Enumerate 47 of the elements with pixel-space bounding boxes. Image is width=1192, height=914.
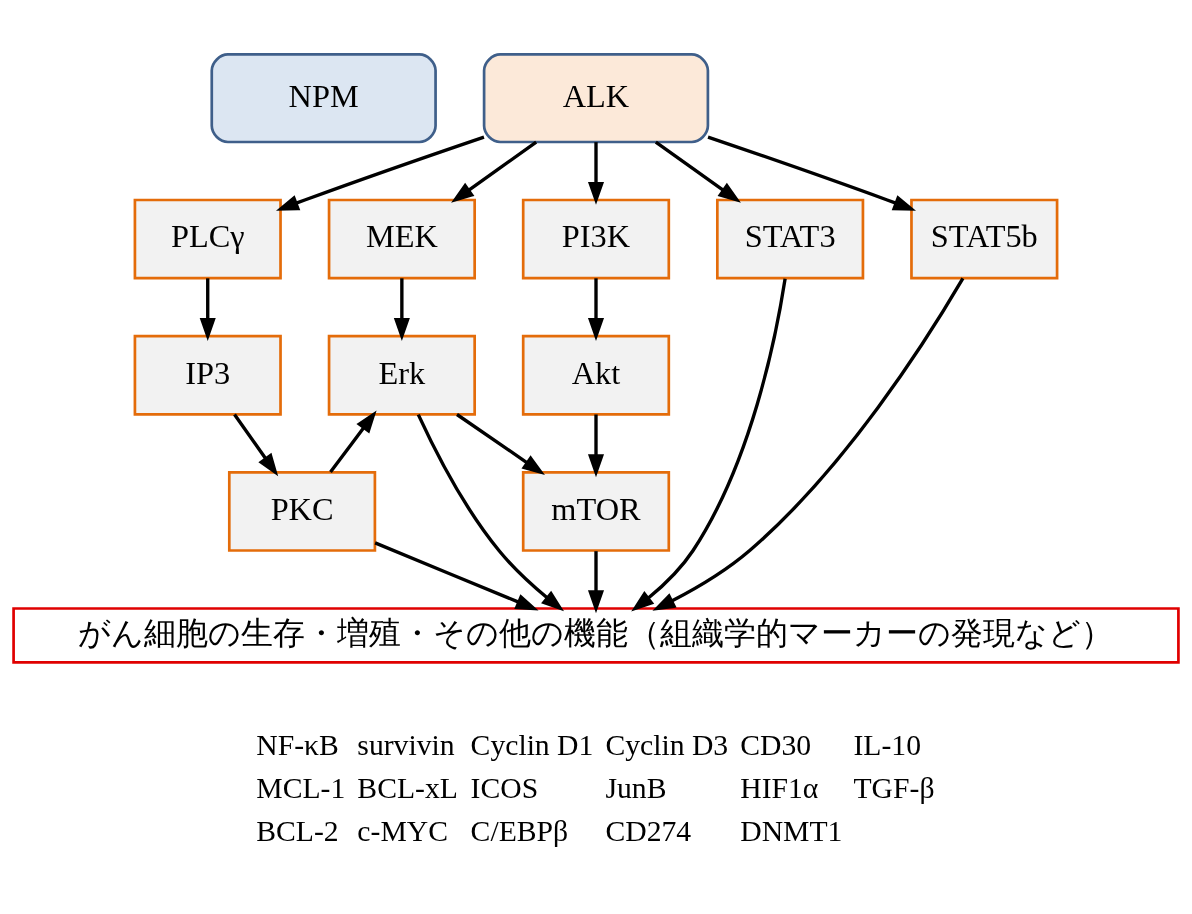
label: DNMT1 <box>740 814 843 847</box>
node-box: Akt <box>521 334 671 416</box>
label: Cyclin D3 <box>605 728 729 761</box>
label: Cyclin D1 <box>470 728 594 761</box>
label: BCL-xL <box>357 771 458 804</box>
node-box: PI3K <box>521 198 671 280</box>
arrow <box>587 414 605 477</box>
arrow <box>456 412 545 475</box>
label: survivin <box>357 728 455 761</box>
label: TGF-β <box>853 771 935 804</box>
label: ICOS <box>470 771 539 804</box>
label: JunB <box>605 771 667 804</box>
arrow <box>374 540 539 610</box>
node-box: Erk <box>327 334 476 416</box>
label: NF-κB <box>256 728 339 761</box>
label: c-MYC <box>357 814 448 847</box>
arrow <box>707 134 917 211</box>
node-box: ALK <box>482 52 710 143</box>
node-box: PKC <box>227 470 377 552</box>
arrow <box>329 409 377 473</box>
label: CD30 <box>740 728 812 761</box>
arrow <box>587 141 605 205</box>
node-box: IP3 <box>133 334 282 416</box>
node-box: STAT3 <box>716 198 865 280</box>
arrow <box>654 140 741 203</box>
node-box: mTOR <box>521 470 671 552</box>
node-box: MEK <box>327 198 476 280</box>
arrow <box>393 277 410 341</box>
label: IL-10 <box>853 728 922 761</box>
node-box: がん細胞の生存・増殖・その他の機能（組織学的マーカーの発現など） <box>12 606 1180 664</box>
arrow <box>631 277 787 612</box>
node-box: NPM <box>210 52 437 143</box>
arrow <box>652 277 965 611</box>
arrow <box>275 134 485 211</box>
arrow <box>451 140 538 203</box>
arrow <box>199 277 216 341</box>
label: BCL-2 <box>256 814 339 847</box>
arrow <box>587 277 605 341</box>
node-box: PLCγ <box>133 198 282 280</box>
node-box: STAT5b <box>910 198 1059 280</box>
label: MCL-1 <box>256 771 346 804</box>
arrow <box>587 550 605 613</box>
label: CD274 <box>605 814 692 847</box>
label: C/EBPβ <box>470 814 569 847</box>
arrow <box>416 413 564 611</box>
label: HIF1α <box>740 771 819 804</box>
arrow <box>233 413 279 476</box>
